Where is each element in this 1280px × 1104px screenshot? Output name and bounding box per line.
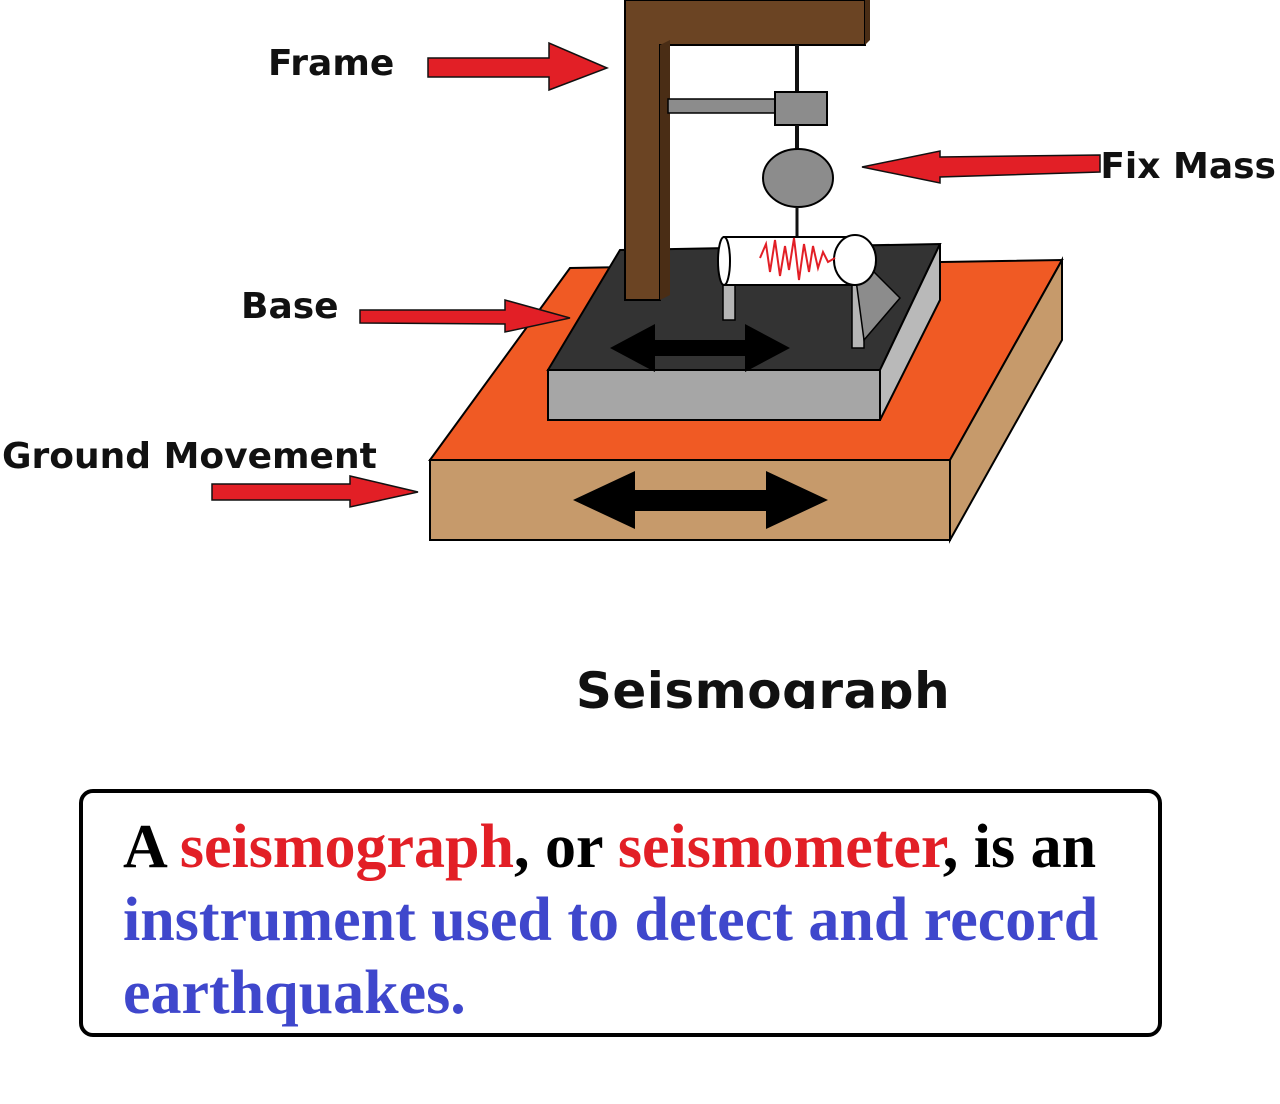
pendulum-assembly	[667, 45, 834, 245]
label-ground-movement: Ground Movement	[2, 436, 377, 477]
label-fix-mass: Fix Mass	[1100, 146, 1276, 187]
diagram-title: Seismograph	[575, 662, 951, 720]
fix-mass	[762, 148, 834, 208]
frame-pointer-arrow-icon	[427, 41, 609, 92]
definition-text-is-an: , is an	[942, 813, 1097, 881]
definition-text-start: A	[123, 813, 180, 881]
base-double-arrow-icon	[610, 324, 790, 372]
definition-description: instrument used to detect and record ear…	[123, 886, 1099, 1027]
ground-movement-pointer-arrow-icon	[211, 475, 419, 508]
ground-movement-double-arrow-icon	[573, 471, 828, 529]
definition-box: A seismograph, or seismometer, is an ins…	[79, 789, 1162, 1037]
base-pointer-arrow-icon	[359, 299, 571, 333]
label-frame: Frame	[268, 43, 394, 84]
definition-text-or: , or	[514, 813, 618, 881]
recording-drum	[717, 234, 902, 349]
label-base: Base	[241, 286, 339, 327]
fix-mass-pointer-arrow-icon	[861, 150, 1101, 184]
term-seismometer: seismometer	[617, 813, 943, 881]
seismograph-diagram: Frame Fix Mass Base Ground Movement	[2, 0, 1276, 544]
term-seismograph: seismograph	[179, 813, 514, 881]
seismic-trace	[759, 237, 836, 281]
